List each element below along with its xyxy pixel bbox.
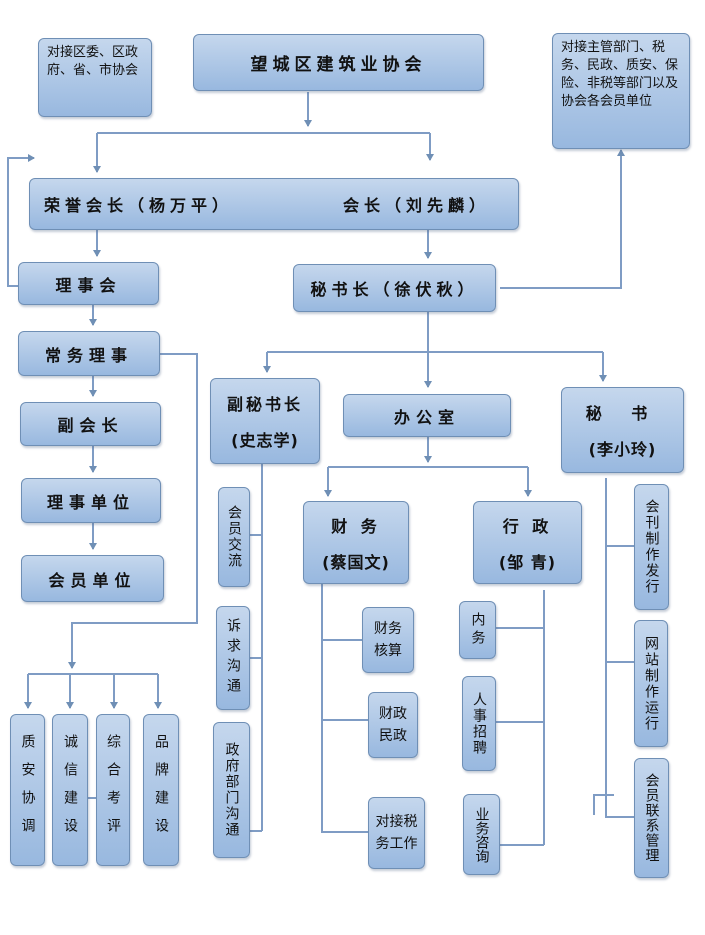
node-council-units: 理事单位	[21, 478, 161, 523]
node-top: 望城区建筑业协会	[193, 34, 484, 91]
finance-name: (蔡国文)	[322, 552, 390, 572]
node-honorary: 荣誉会长（杨万平）	[44, 196, 234, 215]
node-accounting: 财务核算	[362, 607, 414, 673]
deputy-sg-title: 副秘书长	[226, 395, 303, 414]
node-quality: 质安协调	[10, 714, 45, 866]
node-leaders: 荣誉会长（杨万平） 会长（刘先麟）	[29, 178, 519, 230]
node-member-mgmt: 会员联系管理	[634, 758, 669, 878]
node-business: 业务咨询	[463, 794, 500, 875]
node-office: 办公室	[343, 394, 511, 437]
node-standing: 常务理事	[18, 331, 160, 376]
node-secretary-general: 秘书长（徐伏秋）	[293, 264, 496, 312]
node-member-exchange: 会员交流	[218, 487, 250, 587]
node-secretary: 秘 书 (李小玲)	[561, 387, 684, 473]
node-council: 理事会	[18, 262, 159, 305]
node-left-note: 对接区委、区政府、省、市协会	[38, 38, 152, 117]
finance-title: 财 务	[331, 516, 381, 536]
node-admin: 行 政 (邹 青)	[473, 501, 582, 584]
node-vice-president: 副会长	[20, 402, 161, 446]
node-appeal: 诉求沟通	[216, 606, 250, 710]
node-right-note: 对接主管部门、税务、民政、质安、保险、非税等部门以及协会各会员单位	[552, 33, 690, 149]
node-tax: 对接税务工作	[368, 797, 425, 869]
node-member-units: 会员单位	[21, 555, 164, 602]
node-president: 会长（刘先麟）	[342, 196, 490, 215]
node-finance: 财 务 (蔡国文)	[303, 501, 409, 584]
node-evaluation: 综合考评	[96, 714, 130, 866]
node-website: 网站制作运行	[634, 620, 668, 747]
node-journal: 会刊制作发行	[634, 484, 669, 610]
deputy-sg-name: (史志学)	[231, 431, 299, 450]
node-internal: 内务	[459, 601, 496, 659]
node-hr: 人事招聘	[462, 676, 496, 771]
node-brand: 品牌建设	[143, 714, 179, 866]
admin-title: 行 政	[502, 516, 553, 536]
secretary-name: (李小玲)	[588, 440, 657, 459]
node-deputy-sg: 副秘书长 (史志学)	[210, 378, 320, 464]
admin-name: (邹 青)	[498, 552, 557, 572]
node-fiscal: 财政民政	[368, 692, 418, 758]
node-integrity: 诚信建设	[52, 714, 88, 866]
secretary-title: 秘 书	[585, 404, 660, 423]
node-gov-comm: 政府部门沟通	[213, 722, 250, 858]
